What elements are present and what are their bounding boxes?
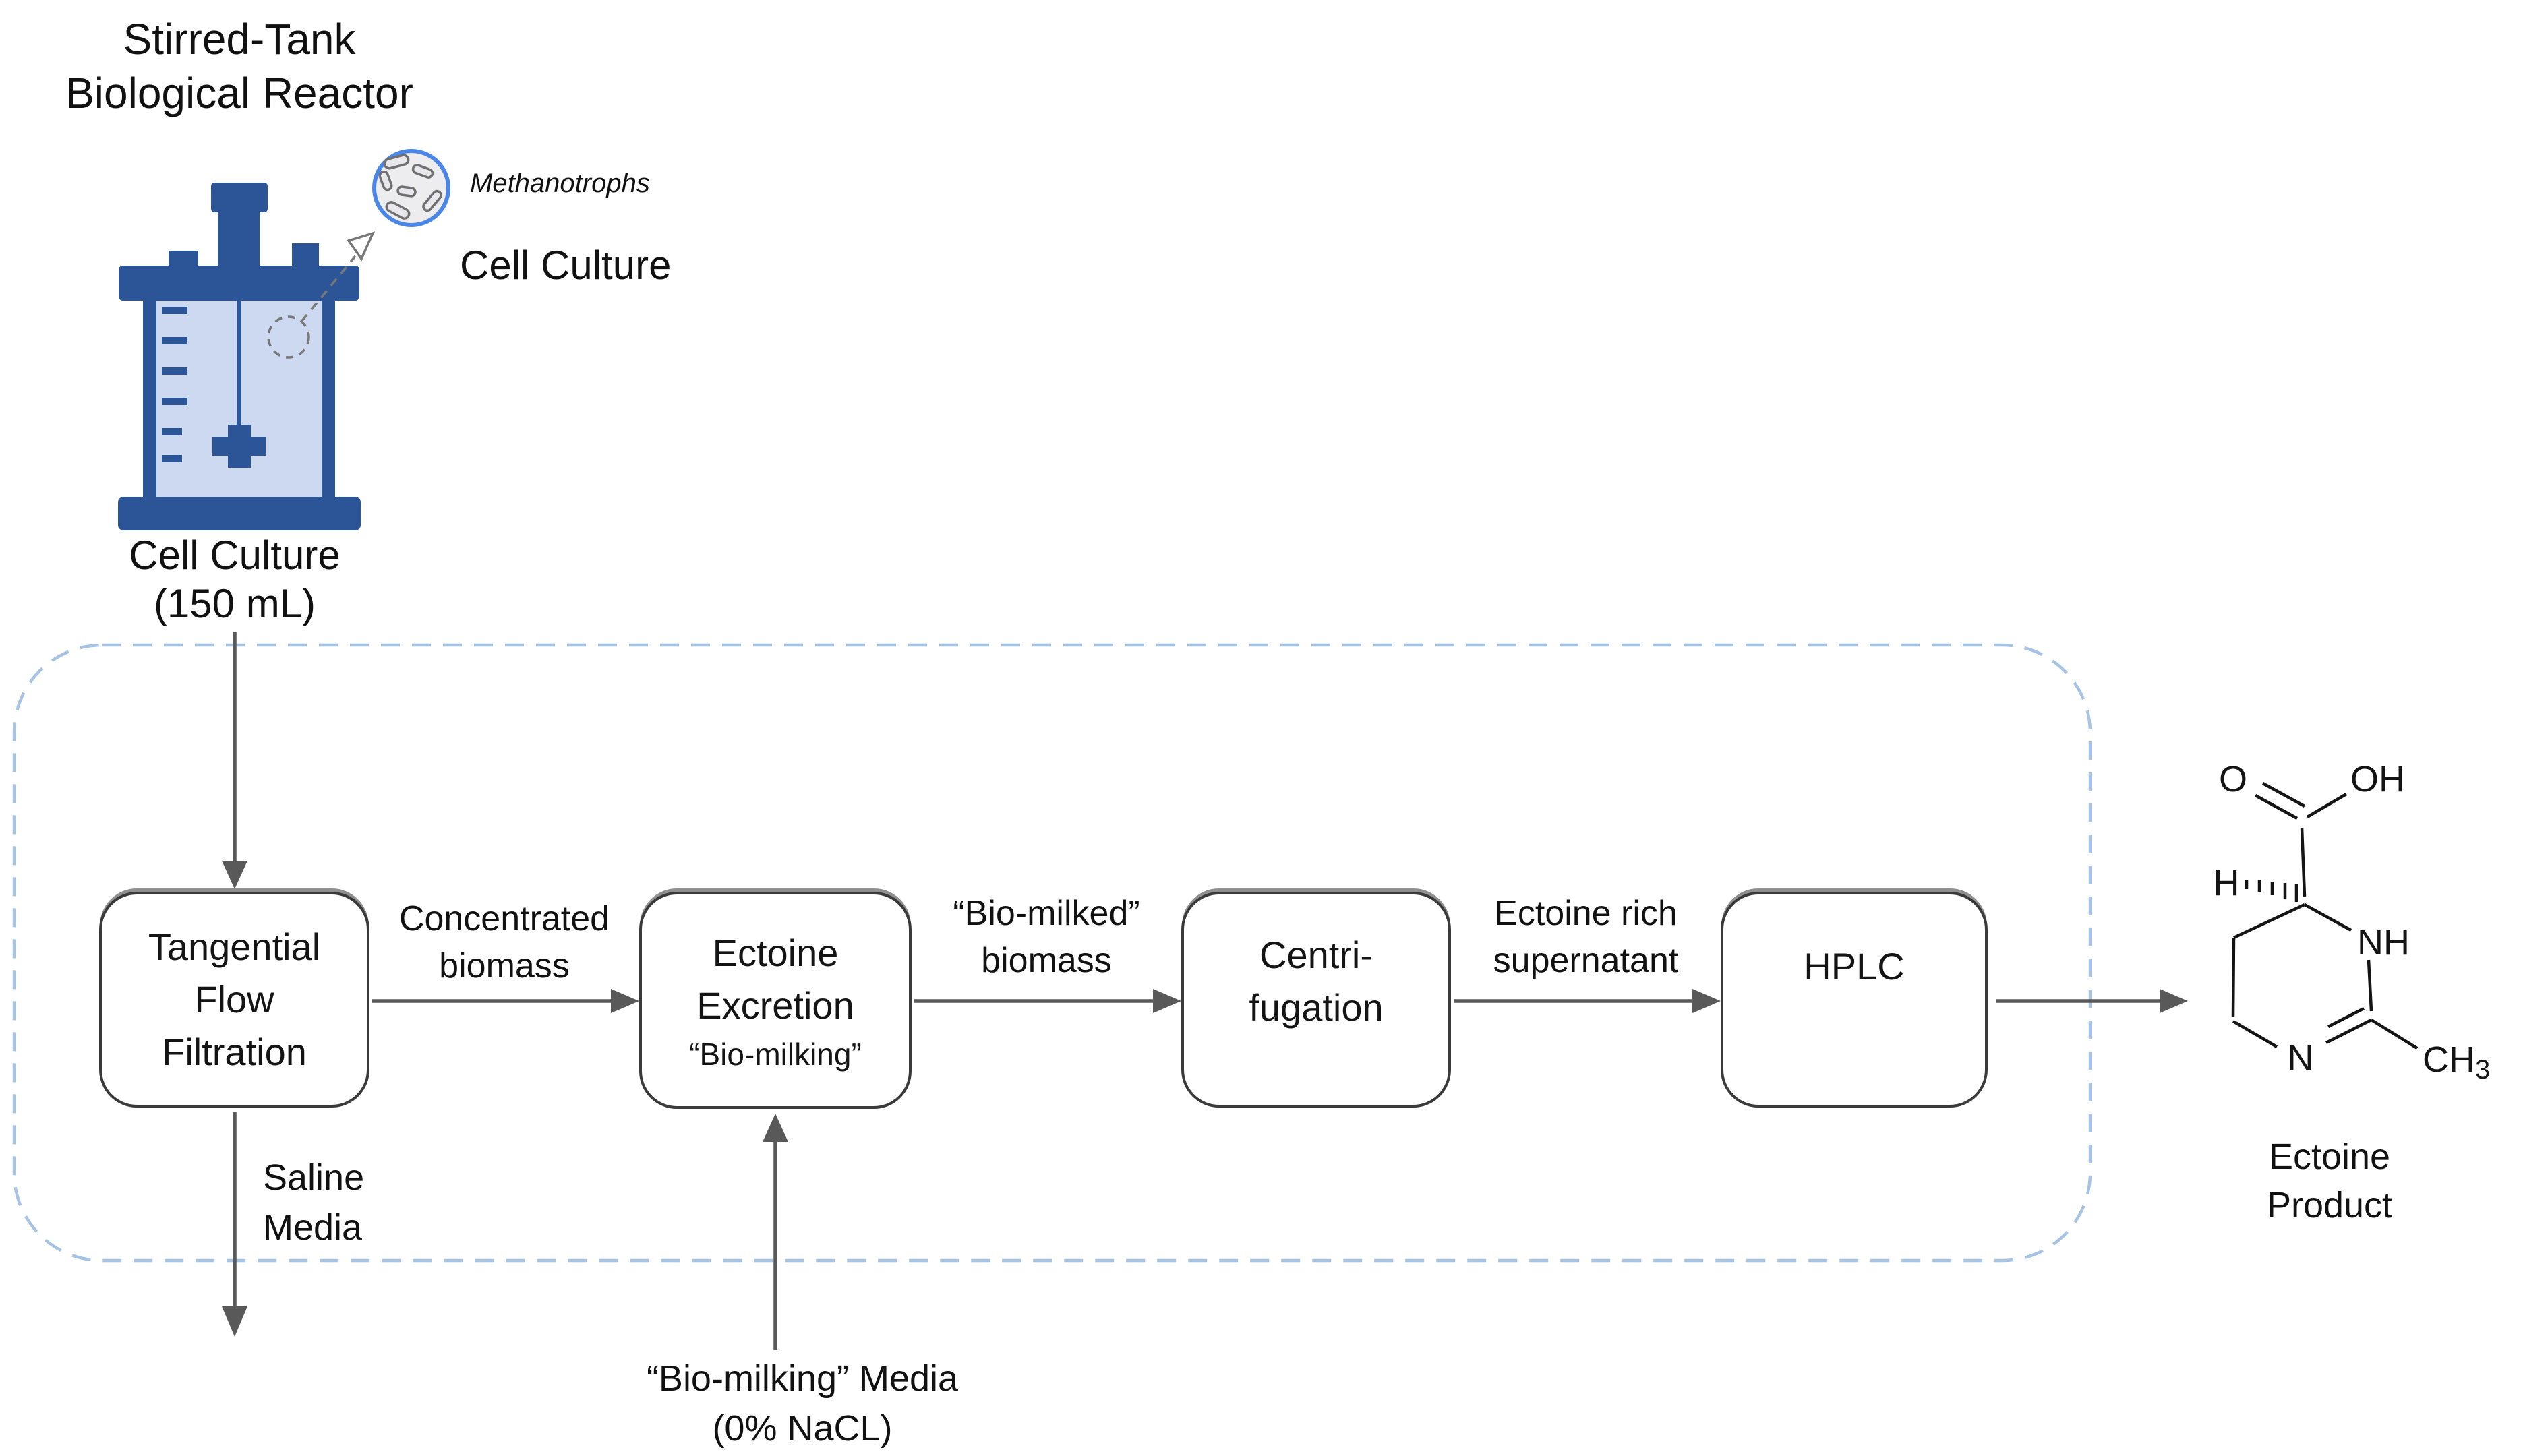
process-box-centrifugation: Centri- fugation — [1181, 892, 1451, 1108]
concentrated-biomass-label: Concentrated biomass — [398, 899, 610, 985]
arrow-hplc-to-product — [1996, 989, 2188, 1013]
process-box-ectoine-excretion: Ectoine Excretion “Bio-milking” — [639, 892, 912, 1109]
bio-milked-biomass-label: “Bio-milked” biomass — [953, 894, 1140, 980]
arrow-centrifugation-to-hplc — [1454, 989, 1721, 1013]
ectoine-product-label: Ectoine Product — [2266, 1136, 2393, 1225]
process-box-tangential-flow-filtration: Tangential Flow Filtration — [99, 892, 369, 1108]
bio-milking-media-label: “Bio-milking” Media (0% NaCL) — [646, 1358, 959, 1449]
sample-zoom-dashed-circle — [267, 315, 310, 359]
atom-label-ch3: CH3 — [2423, 1039, 2490, 1085]
bacteria-cells — [378, 154, 442, 220]
atom-label-o: O — [2219, 759, 2247, 799]
diagram-title: Stirred-Tank Biological Reactor — [65, 15, 413, 117]
graduation-ticks — [162, 307, 187, 462]
process-box-hplc: HPLC — [1721, 892, 1988, 1108]
arrow-tff-to-saline-out — [222, 1112, 247, 1337]
hashed-wedge-bond — [2245, 880, 2298, 902]
atom-label-nh: NH — [2357, 922, 2410, 963]
methanotrophs-label: Methanotrophs — [470, 169, 650, 198]
ectoine-rich-supernatant-label: Ectoine rich supernatant — [1493, 894, 1679, 980]
ectoine-molecule-structure: O OH H NH N CH3 — [2214, 759, 2491, 1085]
cell-culture-zoom-label: Cell Culture — [460, 243, 672, 288]
impeller — [212, 425, 266, 468]
zoom-callout-dashed-arrow — [300, 231, 376, 323]
stirred-tank-reactor-icon — [118, 183, 376, 530]
arrow-media-to-ectoine — [763, 1114, 788, 1350]
atom-label-n: N — [2288, 1038, 2314, 1079]
stirrer-shaft — [237, 299, 241, 441]
bio-milking-subtitle: “Bio-milking” — [689, 1037, 862, 1072]
arrow-ectoine-to-centrifugation — [914, 989, 1181, 1013]
saline-media-label: Saline Media — [263, 1157, 365, 1248]
atom-label-oh: OH — [2350, 759, 2405, 799]
methanotrophs-icon — [372, 149, 450, 227]
cell-culture-volume-label: Cell Culture (150 mL) — [129, 533, 340, 626]
atom-label-h: H — [2214, 863, 2240, 903]
process-boundary-dashed-box — [12, 643, 2092, 1263]
arrow-tff-to-ectoine — [372, 989, 639, 1013]
arrow-culture-to-tff — [222, 632, 247, 889]
